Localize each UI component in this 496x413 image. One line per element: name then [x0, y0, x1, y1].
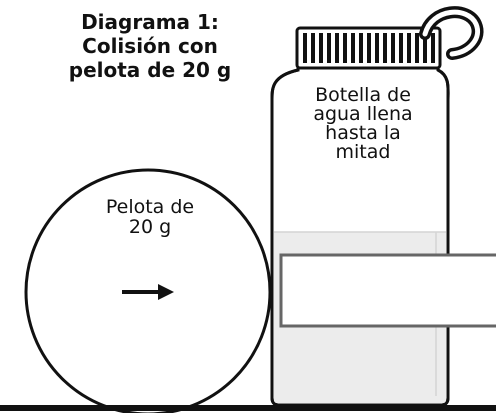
bottle-label: Botella de agua llena hasta la mitad — [280, 86, 446, 162]
bottle-cap — [295, 26, 442, 70]
ball-label-line-2: 20 g — [128, 216, 172, 238]
bottle-label-line-1: Botella de — [315, 84, 411, 106]
title-line-1: Diagrama 1: — [81, 10, 219, 34]
ball-label: Pelota de 20 g — [70, 197, 230, 237]
bottle-label-line-3: hasta la — [325, 122, 401, 144]
direction-arrow — [122, 284, 174, 300]
title-line-2: Colisión con — [82, 34, 218, 58]
answer-box[interactable] — [279, 253, 496, 328]
bottle-label-line-2: agua llena — [313, 103, 413, 125]
cap-loop-inner — [422, 9, 480, 57]
ball-label-line-1: Pelota de — [105, 196, 195, 218]
bottle-label-line-4: mitad — [335, 141, 391, 163]
ground-line — [0, 405, 496, 411]
cap-ridges — [303, 33, 435, 63]
title-line-3: pelota de 20 g — [68, 58, 232, 82]
diagram-title: Diagrama 1: Colisión con pelota de 20 g — [40, 10, 260, 82]
